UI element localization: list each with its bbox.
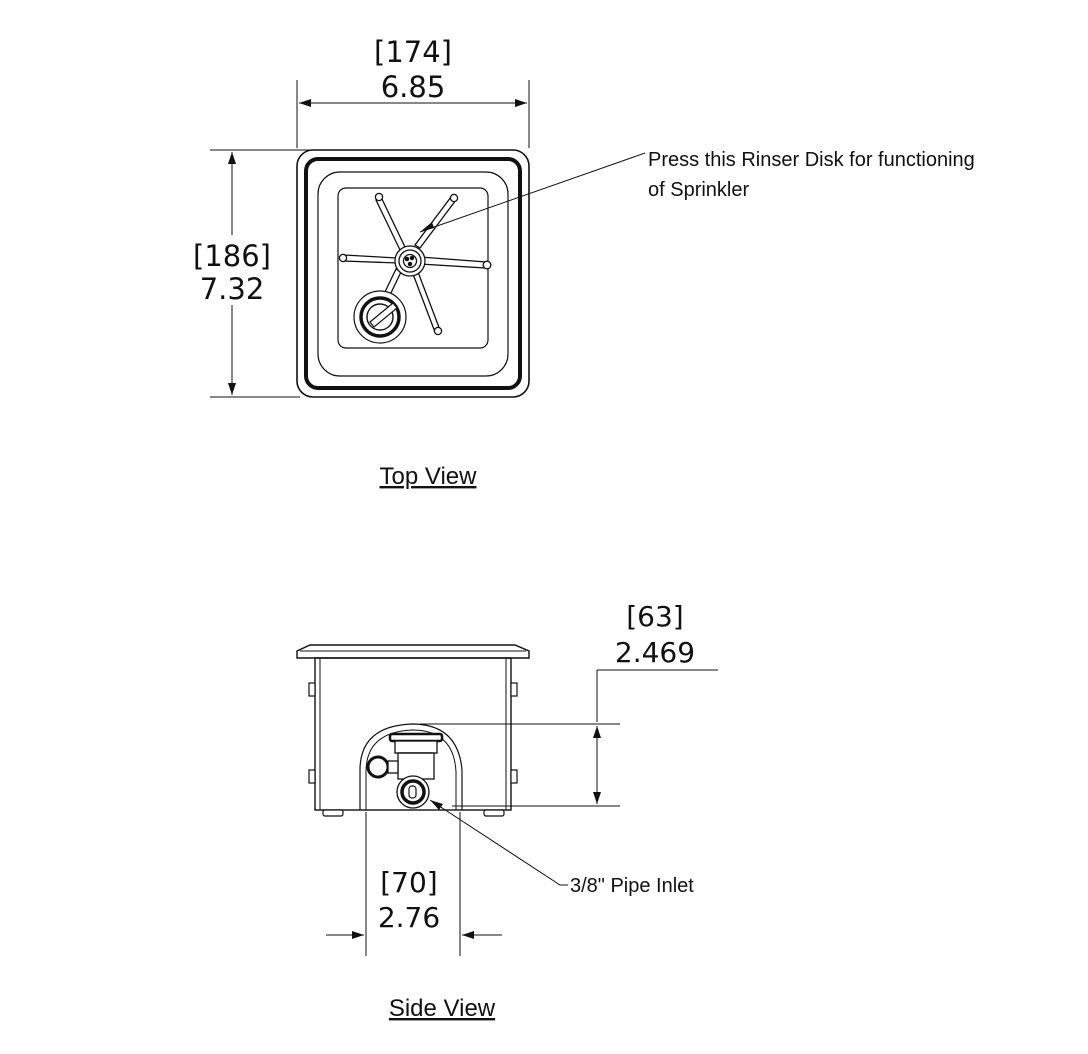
top-width-mm: [174] [374,35,452,69]
top-height-mm: [186] [193,239,271,273]
rinser-callout-leader [419,152,646,233]
side-view-title: Side View [389,995,496,1022]
side-height-dimension [420,669,718,807]
top-width-in: 6.85 [381,70,446,104]
sink-inner-rim [304,157,522,390]
side-body [314,657,512,811]
top-height-dimension [210,149,310,398]
drain [353,290,407,344]
side-foot-left [322,809,344,817]
sink-basin-wall [317,171,509,377]
plumbing-arch [359,723,463,810]
top-height-in: 7.32 [200,272,265,306]
inlet-callout-leader [429,799,568,886]
sink-outer-rim [296,149,530,398]
inlet-offset-mm: [70] [380,866,437,899]
side-height-in: 2.469 [615,636,695,669]
top-width-dimension [296,80,530,148]
rinser-callout-line2: of Sprinkler [648,179,749,201]
pipe-valve [366,732,444,809]
top-view [296,149,646,398]
inlet-offset-in: 2.76 [378,901,440,934]
side-view [296,644,568,886]
side-foot-right [483,809,505,817]
inlet-offset-dimension [326,812,502,956]
rinser-disk-hub[interactable] [394,245,426,277]
inlet-callout-label: 3/8" Pipe Inlet [570,875,694,897]
rinser-callout-line1: Press this Rinser Disk for functioning [648,149,975,171]
top-view-title: Top View [380,463,478,490]
side-height-mm: [63] [626,600,683,633]
